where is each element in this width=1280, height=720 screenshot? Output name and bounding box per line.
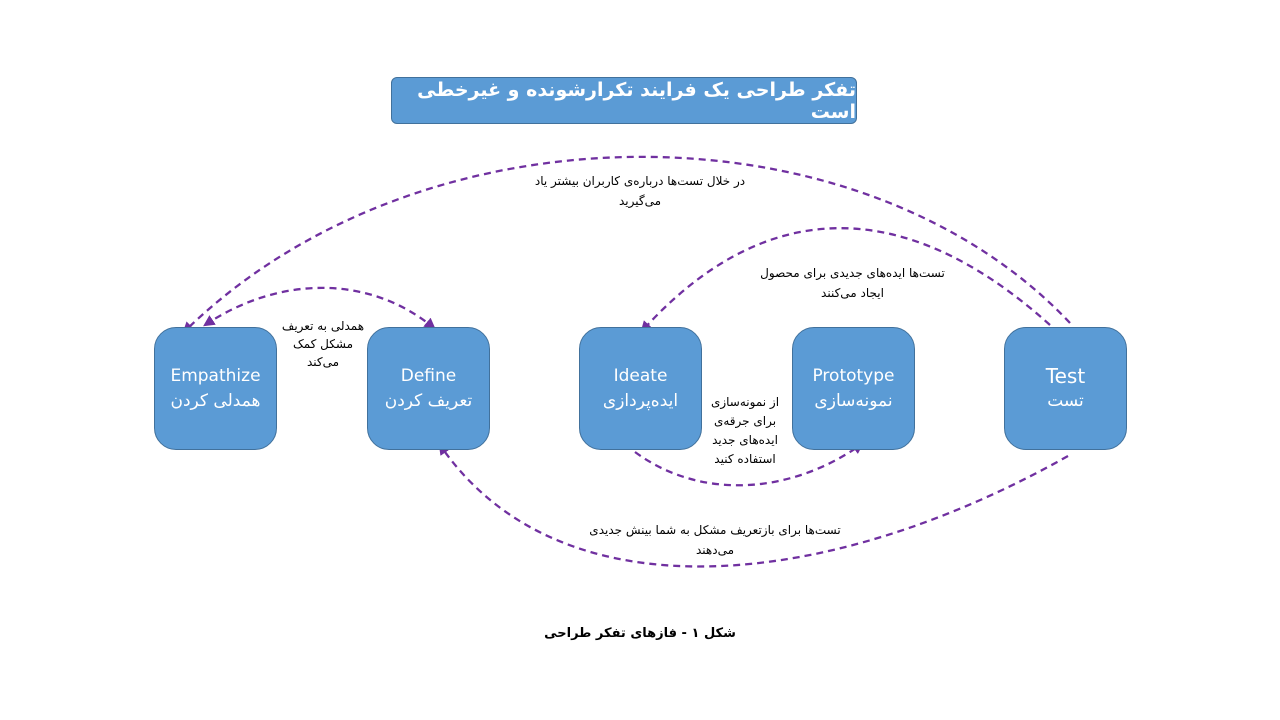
node-define-fa: تعریف کردن	[384, 390, 473, 411]
note-line: تست‌ها برای بازتعریف مشکل به شما بینش جد…	[589, 523, 841, 537]
arrow-test-empathize	[182, 155, 1071, 334]
note-line: ایجاد می‌کنند	[821, 286, 884, 300]
note-line: استفاده کنید	[714, 452, 776, 466]
node-define: Define تعریف کردن	[367, 327, 490, 450]
figure-caption: شکل ۱ - فازهای تفکر طراحی	[544, 626, 736, 641]
node-define-en: Define	[400, 365, 457, 386]
node-prototype: Prototype نمونه‌سازی	[792, 327, 915, 450]
node-empathize: Empathize همدلی کردن	[154, 327, 277, 450]
note-tests-create-ideas: تست‌ها ایده‌های جدیدی برای محصول ایجاد م…	[745, 263, 960, 303]
note-line: می‌دهند	[695, 543, 735, 557]
note-line: همدلی به تعریف	[281, 319, 365, 333]
node-test-en: Test	[1045, 363, 1086, 388]
node-prototype-en: Prototype	[812, 365, 895, 386]
note-line: می‌کند	[306, 355, 340, 369]
arrow-test-define	[438, 443, 1069, 568]
diagram-title: تفکر طراحی یک فرایند تکرارشونده و غیرخطی…	[391, 77, 857, 124]
node-empathize-en: Empathize	[170, 365, 261, 386]
node-prototype-fa: نمونه‌سازی	[814, 390, 893, 411]
node-ideate: Ideate ایده‌پردازی	[579, 327, 702, 450]
note-empathy-helps-define: همدلی به تعریف مشکل کمک می‌کند	[268, 317, 378, 371]
note-prototype-spark-ideas: از نمونه‌سازی برای جرقه‌ی ایده‌های جدید …	[690, 393, 800, 469]
note-line: تست‌ها ایده‌های جدیدی برای محصول	[760, 266, 945, 280]
note-line: در خلال تست‌ها درباره‌ی کاربران بیشتر یا…	[534, 174, 746, 188]
node-empathize-fa: همدلی کردن	[170, 390, 261, 411]
arrow-test-ideate	[640, 227, 1051, 333]
note-line: می‌گیرید	[618, 194, 662, 208]
note-learn-about-users: در خلال تست‌ها درباره‌ی کاربران بیشتر یا…	[510, 171, 770, 211]
note-line: از نمونه‌سازی	[710, 395, 780, 409]
node-ideate-en: Ideate	[613, 365, 668, 386]
note-line: ایده‌های جدید	[712, 433, 778, 447]
arrow-ideate-prototype	[634, 442, 864, 487]
note-line: برای جرقه‌ی	[713, 414, 777, 428]
note-redefine-problem: تست‌ها برای بازتعریف مشکل به شما بینش جد…	[570, 520, 860, 560]
node-test: Test تست	[1004, 327, 1127, 450]
note-line: مشکل کمک	[292, 337, 354, 351]
node-test-fa: تست	[1047, 390, 1084, 411]
node-ideate-fa: ایده‌پردازی	[602, 390, 679, 411]
arrow-empathize-define	[203, 286, 436, 330]
